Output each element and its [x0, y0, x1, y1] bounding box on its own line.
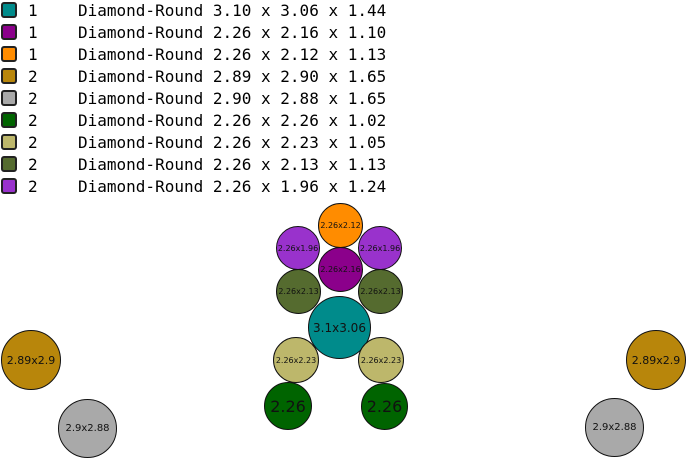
- stone-gold-left: 2.89x2.9: [1, 330, 61, 390]
- stone-olive-left: 2.26x2.13: [276, 269, 321, 314]
- legend-row: 2 Diamond-Round 2.89 x 2.90 x 1.65: [0, 66, 420, 88]
- stone-quantity: 1: [28, 1, 38, 20]
- stone-quantity: 2: [28, 133, 38, 152]
- stone-gray-left: 2.9x2.88: [58, 399, 117, 458]
- stone-magenta: 2.26x2.16: [318, 247, 363, 292]
- stone-olive-right: 2.26x2.13: [358, 269, 403, 314]
- stone-gold-right: 2.89x2.9: [626, 330, 686, 390]
- color-swatch: [1, 156, 17, 172]
- stone-description: Diamond-Round 3.10 x 3.06 x 1.44: [78, 1, 387, 20]
- stone-green-left: 2.26: [264, 382, 312, 430]
- color-swatch: [1, 134, 17, 150]
- legend-row: 2 Diamond-Round 2.26 x 2.26 x 1.02: [0, 110, 420, 132]
- color-swatch: [1, 90, 17, 106]
- stone-quantity: 2: [28, 89, 38, 108]
- color-swatch: [1, 178, 17, 194]
- legend-row: 1 Diamond-Round 2.26 x 2.16 x 1.10: [0, 22, 420, 44]
- stone-description: Diamond-Round 2.89 x 2.90 x 1.65: [78, 67, 387, 86]
- stone-quantity: 2: [28, 111, 38, 130]
- stone-purple-left: 2.26x1.96: [276, 226, 320, 270]
- stone-description: Diamond-Round 2.90 x 2.88 x 1.65: [78, 89, 387, 108]
- stone-description: Diamond-Round 2.26 x 2.26 x 1.02: [78, 111, 387, 130]
- stone-description: Diamond-Round 2.26 x 2.16 x 1.10: [78, 23, 387, 42]
- legend-row: 1 Diamond-Round 2.26 x 2.12 x 1.13: [0, 44, 420, 66]
- legend-row: 1 Diamond-Round 3.10 x 3.06 x 1.44: [0, 0, 420, 22]
- stone-description: Diamond-Round 2.26 x 2.23 x 1.05: [78, 133, 387, 152]
- stone-description: Diamond-Round 2.26 x 1.96 x 1.24: [78, 177, 387, 196]
- stone-quantity: 1: [28, 45, 38, 64]
- stone-description: Diamond-Round 2.26 x 2.12 x 1.13: [78, 45, 387, 64]
- stone-description: Diamond-Round 2.26 x 2.13 x 1.13: [78, 155, 387, 174]
- stone-quantity: 2: [28, 177, 38, 196]
- stone-khaki-right: 2.26x2.23: [358, 337, 404, 383]
- color-swatch: [1, 2, 17, 18]
- stone-quantity: 1: [28, 23, 38, 42]
- color-swatch: [1, 46, 17, 62]
- stone-green-right: 2.26: [361, 383, 408, 430]
- legend-row: 2 Diamond-Round 2.26 x 1.96 x 1.24: [0, 176, 420, 198]
- stone-khaki-left: 2.26x2.23: [273, 337, 319, 383]
- legend-row: 2 Diamond-Round 2.26 x 2.13 x 1.13: [0, 154, 420, 176]
- color-swatch: [1, 112, 17, 128]
- stone-orange: 2.26x2.12: [318, 203, 363, 248]
- stone-gray-right: 2.9x2.88: [585, 398, 644, 457]
- legend-row: 2 Diamond-Round 2.90 x 2.88 x 1.65: [0, 88, 420, 110]
- stone-purple-right: 2.26x1.96: [358, 226, 402, 270]
- color-swatch: [1, 68, 17, 84]
- color-swatch: [1, 24, 17, 40]
- stone-quantity: 2: [28, 155, 38, 174]
- legend-row: 2 Diamond-Round 2.26 x 2.23 x 1.05: [0, 132, 420, 154]
- stone-quantity: 2: [28, 67, 38, 86]
